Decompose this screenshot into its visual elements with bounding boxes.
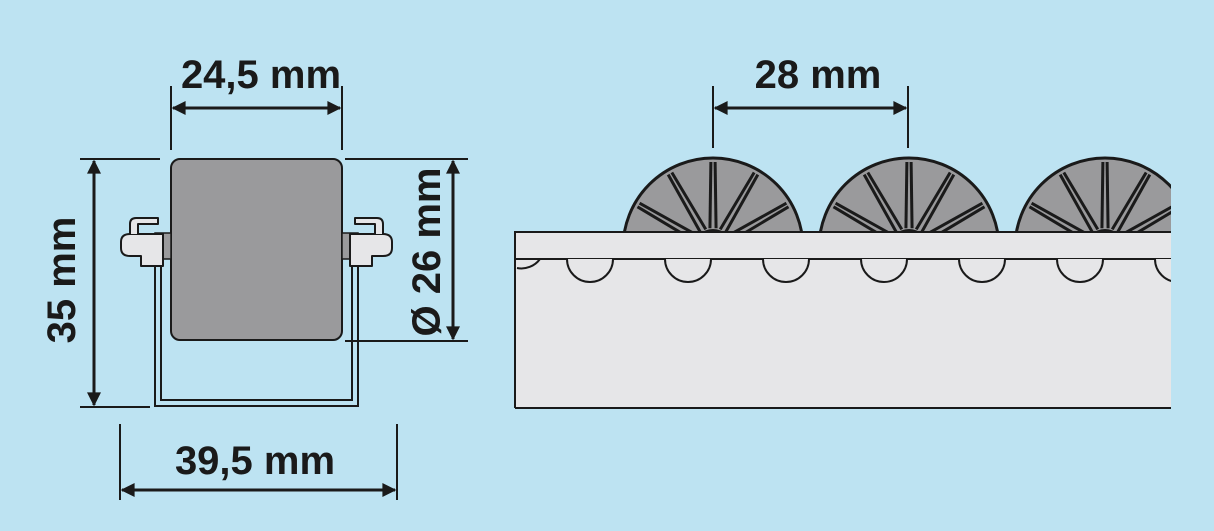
- rail-bump: [1056, 258, 1104, 283]
- label-height: 35 mm: [40, 217, 84, 344]
- label-diameter: Ø 26 mm: [405, 168, 449, 337]
- profile-flange-left: [120, 233, 164, 267]
- profile-u-inner: [160, 259, 353, 401]
- front-view: 24,5 mm 35 mm Ø 26 mm 39,5 mm: [40, 53, 468, 500]
- side-view: [514, 156, 1171, 409]
- dimension-roller-width: 24,5 mm: [170, 53, 343, 150]
- dimension-height: 35 mm: [40, 158, 160, 408]
- label-roller-width: 24,5 mm: [181, 53, 341, 97]
- dimension-total-width: 39,5 mm: [119, 424, 398, 500]
- rail-bump: [664, 258, 712, 283]
- rail-bump: [1154, 258, 1171, 282]
- dimension-diameter: Ø 26 mm: [345, 158, 468, 342]
- roller-body: [170, 158, 343, 341]
- rail-bump: [516, 258, 541, 270]
- label-total-width: 39,5 mm: [175, 439, 335, 483]
- label-pitch: 28 mm: [755, 53, 882, 97]
- profile-flange-right: [349, 233, 393, 267]
- rail-bumps: [516, 258, 1171, 283]
- profile-u-outer: [154, 259, 359, 407]
- rail-bump: [958, 258, 1006, 283]
- rail-bump: [860, 258, 908, 283]
- rail-bump: [762, 258, 810, 283]
- rail-bump: [566, 258, 614, 283]
- dimension-pitch: 28 mm: [712, 53, 909, 148]
